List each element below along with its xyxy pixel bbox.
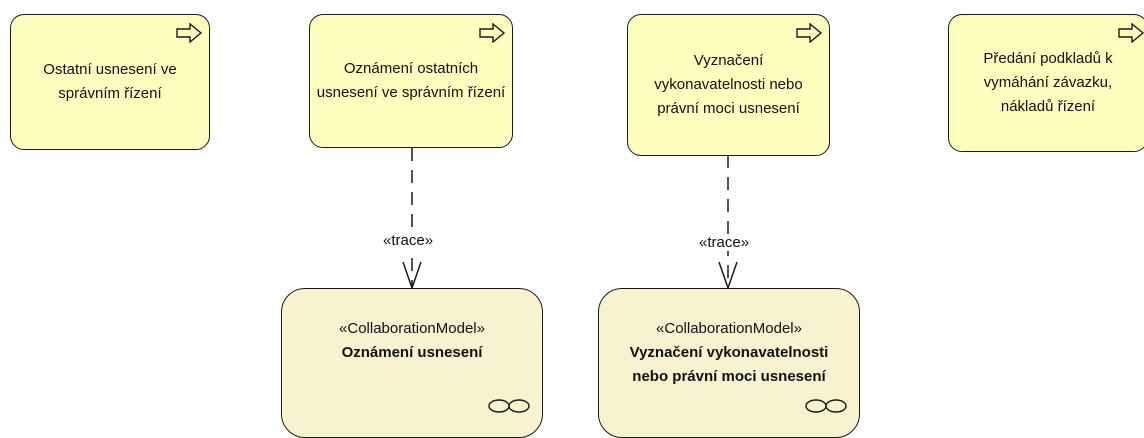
collaboration-stereotype: «CollaborationModel»: [339, 320, 485, 337]
process-box-1[interactable]: Ostatní usnesení ve správním řízení: [10, 14, 210, 150]
collaboration-stereotype: «CollaborationModel»: [656, 320, 802, 337]
process-label-line: Vyznačení: [693, 52, 764, 69]
diagram-canvas: Ostatní usnesení ve správním řízení Ozná…: [10, 14, 1144, 438]
process-label-line: vykonavatelnosti nebo: [654, 76, 803, 93]
event-arrow-icon: [176, 23, 203, 43]
trace-connector-1: [402, 148, 422, 291]
process-box-4[interactable]: Předání podkladů k vymáhání závazku, nák…: [948, 14, 1144, 152]
process-label-line: nákladů řízení: [1000, 98, 1096, 115]
process-label-line: Oznámení ostatních: [343, 60, 479, 77]
process-label-line: správním řízení: [58, 85, 162, 102]
collaboration-name: Vyznačení vykonavatelnosti: [629, 344, 829, 361]
event-arrow-icon: [1118, 23, 1144, 43]
collaboration-box-1[interactable]: «CollaborationModel» Oznámení usnesení: [281, 288, 543, 438]
trace-connector-2: [718, 155, 738, 291]
collaboration-name: nebo právní moci usnesení: [632, 368, 826, 385]
process-label-line: Předání podkladů k: [983, 50, 1113, 67]
collaboration-icon: [488, 399, 530, 413]
process-label-line: vymáhání závazku,: [983, 74, 1113, 91]
trace-label: «trace»: [697, 234, 752, 251]
collaboration-icon: [805, 399, 847, 413]
process-label-line: Ostatní usnesení ve: [43, 61, 177, 78]
trace-label: «trace»: [381, 232, 436, 249]
collaboration-name: Oznámení usnesení: [341, 344, 483, 361]
event-arrow-icon: [796, 23, 823, 43]
process-box-2[interactable]: Oznámení ostatních usnesení ve správním …: [309, 14, 513, 148]
process-label-line: právní moci usnesení: [657, 100, 800, 117]
event-arrow-icon: [479, 23, 506, 43]
process-label-line: usnesení ve správním řízení: [316, 84, 506, 101]
collaboration-box-2[interactable]: «CollaborationModel» Vyznačení vykonavat…: [598, 288, 860, 438]
process-box-3[interactable]: Vyznačení vykonavatelnosti nebo právní m…: [627, 14, 830, 156]
